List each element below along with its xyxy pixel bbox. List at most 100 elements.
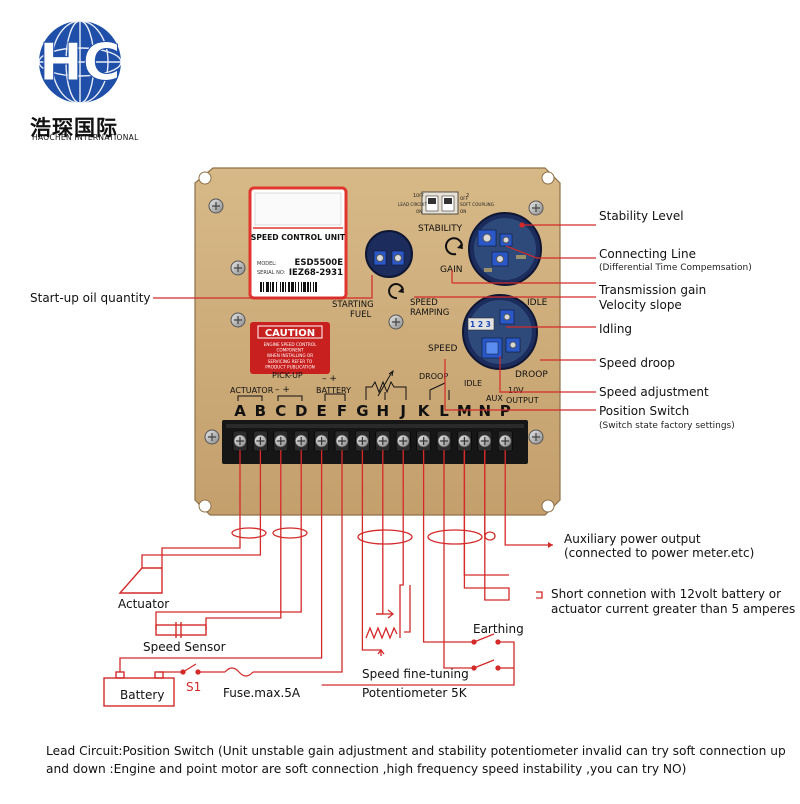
terminal-letter-p: P <box>500 402 511 420</box>
callout-connecting-line-sub: (Differential Time Compemsation) <box>599 263 752 273</box>
soft-coupling-caption: SOFT COUPLING <box>460 202 494 207</box>
callout-connecting-line: Connecting Line <box>599 247 696 261</box>
stability-board-label: STABILITY <box>418 224 463 234</box>
terminal-letter-k: K <box>418 402 431 420</box>
caution-text-line: COMPONENT <box>276 348 304 353</box>
brand-name-chinese: 浩琛国际 <box>30 116 118 140</box>
pickup-signs: – + <box>275 385 290 395</box>
speed-controller-board: SPEED CONTROL UNIT MODEL: ESD5500E SERIA… <box>194 167 561 516</box>
switch-1-label: 1 <box>413 193 416 199</box>
label-short-connection-note: actuator current greater than 5 amperes <box>551 602 796 616</box>
battery-group-label: BATTERY <box>316 386 351 395</box>
caution-text-line: SERVICING REFER TO <box>268 359 313 364</box>
wire-bundle-ellipses <box>231 527 496 545</box>
dip-switch-numbers: 1 2 3 <box>470 320 491 329</box>
earthing-switch-icon <box>471 633 501 671</box>
fuel-label: FUEL <box>350 310 371 320</box>
terminal-letter-h: H <box>377 402 390 420</box>
barcode <box>258 281 340 293</box>
droop-switch-symbol-icon <box>429 382 450 400</box>
callout-velocity-slope: Velocity slope <box>599 298 682 312</box>
model-caption: MODEL: <box>257 261 277 267</box>
callout-stability-level: Stability Level <box>599 209 684 223</box>
terminal-letter-b: B <box>255 402 266 420</box>
droop-group-label: DROOP <box>419 372 448 381</box>
idle-group-label: IDLE <box>464 379 482 388</box>
speed-ramping-bottom-label: RAMPING <box>410 308 449 318</box>
callout-speed-droop: Speed droop <box>599 356 676 370</box>
speed-board-label: SPEED <box>428 344 458 354</box>
unit-title: SPEED CONTROL UNIT <box>251 233 346 242</box>
short-connection-icon <box>503 587 543 601</box>
stability-gain-pot[interactable] <box>468 212 542 286</box>
10v-group-label: 10V <box>508 386 524 395</box>
idle-speed-pot[interactable]: 1 2 3 <box>462 294 538 370</box>
label-aux-power-note: (connected to power meter.etc) <box>564 546 755 560</box>
terminal-letter-g: G <box>356 402 368 420</box>
label-battery: Battery <box>120 688 165 702</box>
serial-caption: SERIAL NO: <box>257 270 286 276</box>
logo-letters: HC <box>39 33 121 93</box>
caution-title: CAUTION <box>265 328 315 339</box>
label-fuse: Fuse.max.5A <box>223 686 301 700</box>
switch-on-label: ON <box>416 209 422 214</box>
gain-board-label: GAIN <box>440 265 463 275</box>
model-label: SPEED CONTROL UNIT MODEL: ESD5500E SERIA… <box>248 186 348 300</box>
brand-logo: HC <box>38 20 122 104</box>
switch-on-2-label: ON <box>460 209 466 214</box>
actuator-group-label: ACTUATOR <box>230 386 274 395</box>
terminal-letter-n: N <box>479 402 492 420</box>
callout-transmission-gain: Transmission gain <box>599 283 707 297</box>
battery-symbol-icon <box>103 671 175 707</box>
fuse-icon <box>224 667 254 677</box>
rotate-arrow-icon <box>445 237 463 256</box>
callout-startup-oil: Start-up oil quantity <box>30 291 151 305</box>
terminal-letter-l: L <box>439 402 449 420</box>
callout-idling: Idling <box>599 322 633 336</box>
terminal-letter-j: J <box>399 402 406 420</box>
callout-speed-adjustment: Speed adjustment <box>599 385 709 399</box>
label-aux-power-output: Auxiliary power output <box>564 532 701 546</box>
lead-circuit-footnote: Lead Circuit:Position Switch (Unit unsta… <box>46 744 786 776</box>
idle-board-label: IDLE <box>527 298 548 308</box>
output-group-label: OUTPUT <box>506 396 539 405</box>
label-short-connection: Short connetion with 12volt battery or <box>551 587 782 601</box>
label-potentiometer-5k: Potentiometer 5K <box>362 686 467 700</box>
lead-circuit-switch[interactable]: 1 LEAD CIRCUIT ON OFF 2 SOFT COUPLING ON… <box>398 191 494 215</box>
actuator-bracket <box>237 395 303 401</box>
brand-name-english: HAOCHEN INTERNATIONAL <box>32 133 139 142</box>
s1-switch-icon <box>180 663 201 675</box>
model-number: ESD5500E <box>295 258 344 268</box>
actuator-symbol-icon <box>118 567 163 594</box>
terminal-letter-m: M <box>457 402 472 420</box>
speed-sensor-symbol-icon <box>155 622 207 638</box>
caution-text-line: ENGINE SPEED CONTROL <box>264 342 318 347</box>
switch-off-label: OFF <box>416 193 425 198</box>
label-actuator: Actuator <box>118 597 170 611</box>
label-earthing: Earthing <box>473 622 524 636</box>
battery-bracket <box>324 393 346 401</box>
screw-icon <box>204 198 544 445</box>
label-s1: S1 <box>186 680 202 694</box>
caution-text-line: PRODUCT PUBLICATION <box>265 364 315 369</box>
callout-position-switch-sub: (Switch state factory settings) <box>599 421 735 431</box>
aux-group-label: AUX <box>486 394 503 403</box>
terminal-letter-d: D <box>295 402 307 420</box>
callout-leader-lines <box>153 222 596 411</box>
droop-board-label: DROOP <box>515 370 548 380</box>
terminal-letter-c: C <box>275 402 286 420</box>
speed-ramping-top-label: SPEED <box>410 298 438 308</box>
starting-fuel-pot[interactable] <box>365 230 413 278</box>
terminal-letter-e: E <box>316 402 326 420</box>
serial-number: IEZ68-2931 <box>289 268 343 278</box>
rotate-arrow-icon <box>388 283 404 300</box>
battery-signs: – + <box>322 374 337 384</box>
switch-off-2-label: OFF <box>460 196 469 201</box>
pickup-group-label: PICK-UP <box>272 371 303 380</box>
starting-label: STARTING <box>332 300 374 310</box>
